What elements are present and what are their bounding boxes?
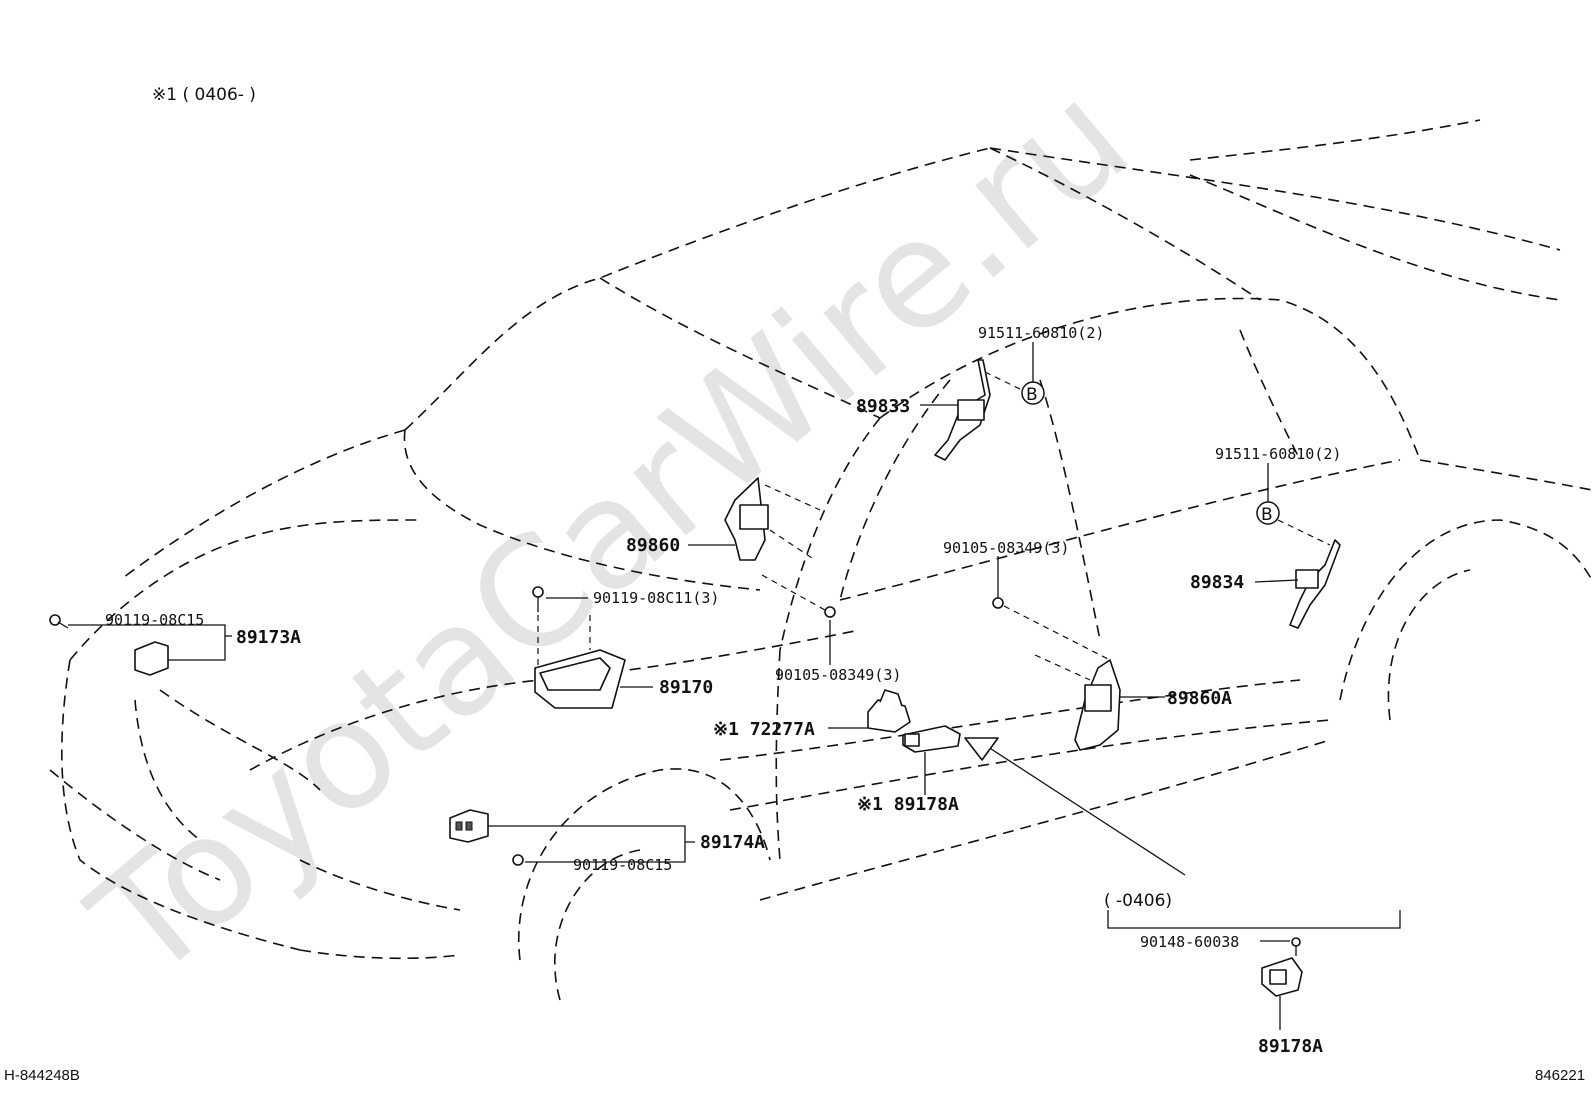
label-90119-c11: 90119-08C11(3): [593, 589, 719, 607]
label-90119-c15-low: 90119-08C15: [573, 856, 672, 874]
label-89174a[interactable]: 89174A: [700, 832, 765, 853]
label-89833[interactable]: 89833: [856, 396, 910, 417]
part-89833[interactable]: [934, 359, 991, 461]
part-89178a-mid[interactable]: [902, 725, 961, 753]
svg-text:B: B: [1261, 505, 1273, 525]
label-89178a-inset[interactable]: 89178A: [1258, 1036, 1323, 1057]
label-90105-low: 90105-08349(3): [775, 666, 901, 684]
part-89178a-inset[interactable]: [1261, 957, 1303, 997]
inset-note: ( -0406): [1104, 891, 1172, 911]
part-89174a[interactable]: [449, 809, 489, 843]
label-89170[interactable]: 89170: [659, 677, 713, 698]
part-89170[interactable]: [534, 649, 626, 709]
part-89173a[interactable]: [134, 641, 169, 676]
label-89834[interactable]: 89834: [1190, 572, 1244, 593]
marker-b-top: B: [1021, 381, 1045, 405]
marker-b-right: B: [1256, 501, 1280, 525]
part-72277a[interactable]: [867, 689, 911, 733]
label-89173a[interactable]: 89173A: [236, 627, 301, 648]
label-89860[interactable]: 89860: [626, 535, 680, 556]
label-89178a-mid[interactable]: ※1 89178A: [857, 794, 959, 815]
car-outline: [49, 119, 1592, 1001]
part-89860a[interactable]: [1074, 659, 1121, 751]
label-89860a[interactable]: 89860A: [1167, 688, 1232, 709]
label-91511-right: 91511-60810(2): [1215, 445, 1341, 463]
header-note: ※1 ( 0406- ): [152, 85, 256, 105]
label-91511-top: 91511-60810(2): [978, 324, 1104, 342]
leader-lines: [68, 342, 1401, 1030]
label-72277a[interactable]: ※1 72277A: [713, 719, 815, 740]
label-90119-c15-left: 90119-08C15: [105, 611, 204, 629]
svg-text:B: B: [1026, 385, 1038, 405]
part-89860[interactable]: [724, 477, 769, 561]
footer-left-code: H-844248B: [4, 1067, 80, 1084]
label-90148: 90148-60038: [1140, 933, 1239, 951]
bolt-icons: [49, 586, 1301, 956]
footer-right-code: 846221: [1535, 1067, 1585, 1084]
part-89834[interactable]: [1289, 539, 1341, 629]
label-90105-mid: 90105-08349(3): [943, 539, 1069, 557]
